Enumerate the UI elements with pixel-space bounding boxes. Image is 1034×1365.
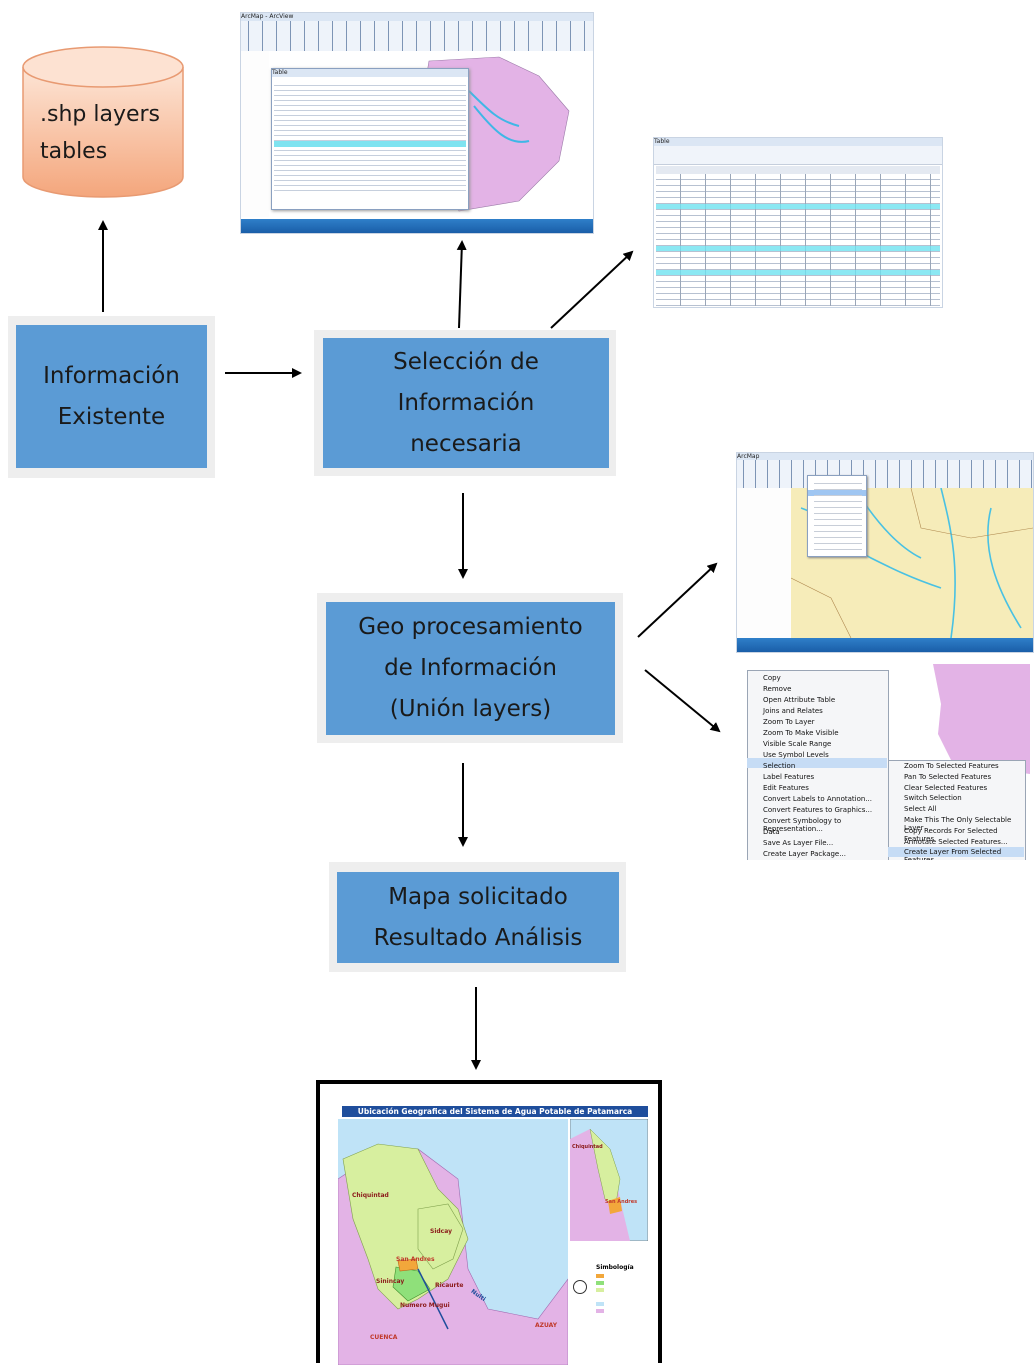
table-window: Table [271, 68, 469, 210]
context-menu-item[interactable]: Create Layer Package... [763, 850, 846, 858]
database-cylinder [22, 46, 184, 198]
table-selected-row [274, 141, 466, 147]
legend-swatch-parish [596, 1309, 604, 1313]
result-map-title: Ubicación Geografica del Sistema de Agua… [342, 1106, 648, 1117]
label-ricaurte: Ricaurte [435, 1282, 464, 1289]
context-menu-item[interactable]: Remove [763, 685, 792, 693]
attribute-table-selected-3 [656, 270, 940, 275]
context-menu-item[interactable]: Convert Features to Graphics... [763, 806, 873, 814]
arcmap-table-screenshot: ArcMap - ArcView Table [240, 12, 594, 234]
selection-box: Selección de Información necesaria [323, 338, 609, 468]
submenu-item[interactable]: Select All [904, 805, 937, 814]
legend-swatch-water [596, 1302, 604, 1306]
label-sidcay: Sidcay [430, 1228, 453, 1235]
database-label: .shp layers tables [40, 102, 161, 164]
dropdown-menu [807, 475, 867, 557]
attribute-table-columns [656, 174, 940, 306]
result-box: Mapa solicitado Resultado Análisis [337, 872, 619, 963]
context-menu-highlight [747, 758, 887, 768]
context-menu-item[interactable]: Use Symbol Levels [763, 751, 829, 759]
arcmap-selection-toolbars [737, 460, 1033, 488]
context-menu-item[interactable]: Zoom To Make Visible [763, 729, 839, 737]
submenu-item[interactable]: Create Layer From Selected Features [904, 848, 1002, 860]
submenu-item[interactable]: Switch Selection [904, 794, 962, 803]
label-sinincay: Sinincay [376, 1278, 405, 1285]
attribute-table-selected-2 [656, 246, 940, 251]
taskbar [241, 219, 593, 233]
attribute-table-toolbar [654, 146, 942, 165]
submenu-highlight [888, 847, 1024, 857]
arcmap-toolbars [241, 21, 593, 51]
context-menu-item[interactable]: Open Attribute Table [763, 696, 836, 704]
arrow-to-context-menu [644, 669, 721, 733]
label-azuay: AZUAY [535, 1322, 558, 1329]
context-menu-item[interactable]: Convert Labels to Annotation... [763, 795, 872, 803]
arrow-to-attribute-table [550, 250, 634, 329]
context-menu-item[interactable]: Label Features [763, 773, 815, 781]
context-menu-item[interactable]: Save As Layer File... [763, 839, 834, 847]
dropdown-items [814, 478, 862, 554]
submenu-item[interactable]: Pan To Selected Features [904, 772, 992, 781]
label-san-andres: San Andres [396, 1256, 435, 1263]
legend-swatch-canton [596, 1288, 604, 1292]
submenu-item[interactable]: Clear Selected Features [904, 783, 988, 792]
legend-swatch-orange [596, 1274, 604, 1278]
result-map-main [338, 1119, 568, 1365]
attribute-table-title: Table [654, 138, 942, 146]
context-menu-item[interactable]: Copy [763, 674, 781, 682]
context-menu-item[interactable]: Edit Features [763, 784, 809, 792]
attribute-table-screenshot: Table [653, 137, 943, 308]
arrow-to-arcmap-selection [637, 562, 718, 638]
inset-label-chiquintad: Chiquintad [572, 1144, 603, 1150]
inset-label-san-andres: San Andres [605, 1199, 638, 1205]
result-map: Ubicación Geografica del Sistema de Agua… [316, 1080, 662, 1365]
context-menu-item[interactable]: Data [763, 828, 780, 836]
context-menu-item[interactable]: Zoom To Layer [763, 718, 815, 726]
arcmap-selection-screenshot: ArcMap [736, 452, 1034, 653]
context-menu-item[interactable]: Joins and Relates [763, 707, 823, 715]
legend-swatch-green [596, 1281, 604, 1285]
submenu-item[interactable]: Copy Records For Selected Features [904, 826, 998, 843]
table-rows [274, 81, 466, 191]
north-arrow-icon [573, 1280, 587, 1294]
arrow-to-arcmap-table [456, 240, 467, 329]
existing-info-box: Información Existente [16, 325, 207, 468]
arcmap-selection-toc [737, 488, 792, 638]
context-menu-item[interactable]: Convert Symbology to Representation... [763, 817, 842, 833]
context-menu-map-bg [933, 664, 1030, 774]
label-chiquintad: Chiquintad [352, 1192, 389, 1199]
selection-submenu [888, 760, 1026, 860]
toc-panel [241, 51, 270, 217]
context-menu-item[interactable]: Selection [763, 762, 796, 770]
result-map-legend: Simbología [570, 1244, 648, 1334]
attribute-table-selected-1 [656, 204, 940, 209]
table-window-title: Table [272, 69, 468, 77]
submenu-item[interactable]: Make This The Only Selectable Layer [904, 816, 1012, 832]
result-map-inset [570, 1119, 648, 1241]
geoprocessing-box: Geo procesamiento de Información (Unión … [326, 602, 615, 735]
arcmap-titlebar: ArcMap - ArcView [241, 13, 593, 21]
legend-title: Simbología [596, 1264, 634, 1271]
submenu-item[interactable]: Annotate Selected Features... [904, 837, 1008, 846]
submenu-item[interactable]: Zoom To Selected Features [904, 762, 999, 770]
arcmap-selection-taskbar [737, 638, 1033, 652]
arcmap-selection-titlebar: ArcMap [737, 453, 1033, 460]
label-cuenca: CUENCA [370, 1334, 398, 1341]
label-numero-mugui: Numero Mugui [400, 1302, 450, 1309]
context-menu-item[interactable]: Visible Scale Range [763, 740, 832, 748]
